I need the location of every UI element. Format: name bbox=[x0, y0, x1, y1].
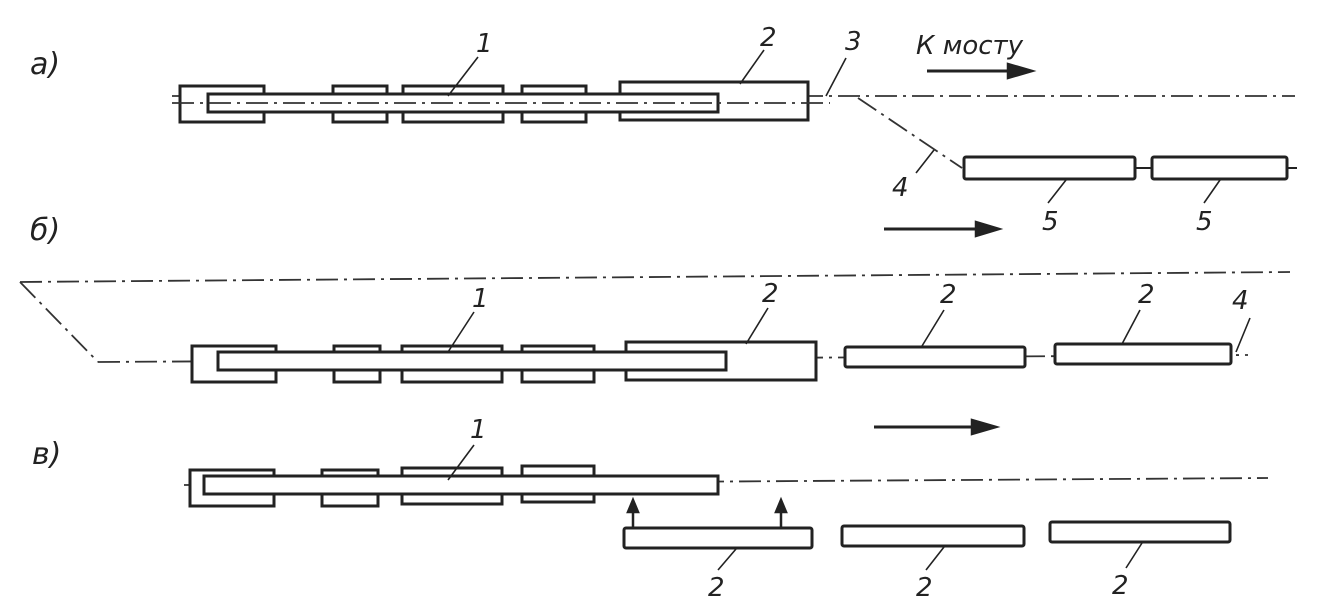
section-label-v: в) bbox=[32, 437, 61, 472]
leader-v1 bbox=[447, 444, 475, 481]
section-label-b: б) bbox=[30, 213, 60, 248]
label-a3: 3 bbox=[845, 27, 862, 57]
leader-b2-right bbox=[1121, 309, 1141, 345]
beam-1-v bbox=[202, 474, 720, 496]
leader-b2 bbox=[745, 307, 769, 345]
section-label-a: а) bbox=[30, 47, 60, 82]
label-v2-left: 2 bbox=[708, 573, 725, 603]
block-5-left bbox=[962, 155, 1137, 181]
block-2-mid-v bbox=[840, 524, 1026, 548]
leader-a3 bbox=[825, 57, 847, 97]
beam-1-b bbox=[216, 350, 728, 372]
label-v2-right: 2 bbox=[1112, 571, 1129, 601]
block-2-mid-b bbox=[843, 345, 1027, 369]
leader-a5-right bbox=[1203, 179, 1221, 204]
leader-a4 bbox=[915, 149, 935, 174]
diagonal-track-a bbox=[857, 97, 963, 169]
direction-arrow-head-b bbox=[974, 220, 1004, 238]
lift-arrow-head-right bbox=[774, 496, 788, 514]
block-2-right-v bbox=[1048, 520, 1232, 544]
leader-b2-mid bbox=[921, 309, 945, 347]
leader-b4 bbox=[1235, 317, 1251, 353]
label-v1: 1 bbox=[470, 415, 487, 445]
label-a4: 4 bbox=[892, 173, 909, 203]
leader-v2-left bbox=[717, 548, 737, 571]
leader-b1 bbox=[447, 311, 475, 353]
leader-a2 bbox=[739, 49, 765, 85]
label-b4: 4 bbox=[1232, 286, 1249, 316]
block-2-left-v bbox=[622, 526, 814, 550]
label-v2-mid: 2 bbox=[916, 573, 933, 603]
direction-arrow-head bbox=[1006, 62, 1037, 80]
label-a2: 2 bbox=[760, 23, 777, 53]
label-b1: 1 bbox=[472, 284, 489, 314]
axis-line-v bbox=[183, 477, 1269, 486]
label-a5-right: 5 bbox=[1196, 207, 1213, 237]
direction-label: К мосту bbox=[916, 31, 1024, 61]
label-a1: 1 bbox=[476, 29, 493, 59]
block-5-right bbox=[1150, 155, 1289, 181]
leader-v2-mid bbox=[925, 546, 945, 571]
block-2-right-b bbox=[1053, 342, 1233, 366]
label-b2-right: 2 bbox=[1138, 280, 1155, 310]
label-b2-mid: 2 bbox=[940, 280, 957, 310]
axis-line-b-top bbox=[19, 271, 1291, 283]
direction-arrow-head-v bbox=[970, 418, 1001, 436]
leader-a5-left bbox=[1047, 179, 1067, 204]
label-b2-main: 2 bbox=[762, 279, 779, 309]
lift-arrow-head-left bbox=[626, 496, 640, 514]
label-a5-left: 5 bbox=[1042, 207, 1059, 237]
leader-v2-right bbox=[1125, 542, 1143, 569]
diagonal-track-b bbox=[19, 281, 99, 363]
leader-a1 bbox=[447, 56, 479, 97]
